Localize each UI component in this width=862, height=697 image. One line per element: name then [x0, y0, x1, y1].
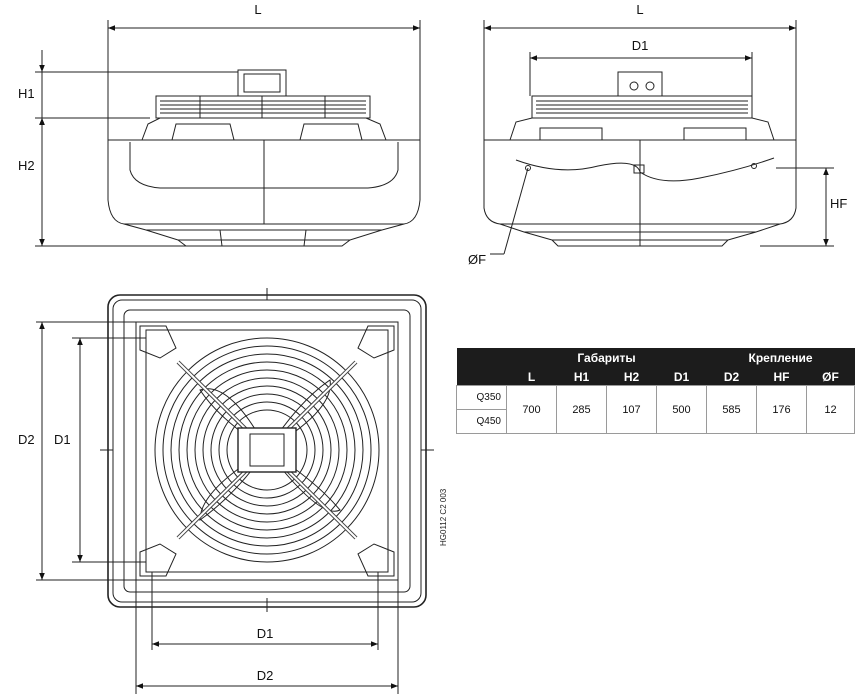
value-L: 700 — [506, 385, 557, 434]
value-D1: 500 — [656, 385, 707, 434]
col-header-OF: ØF — [806, 368, 855, 386]
table-row: Q450 — [456, 409, 855, 434]
table-corner — [456, 348, 507, 368]
top-view-drawing — [36, 288, 434, 694]
label-D1-vertical: D1 — [54, 432, 71, 447]
side-view-drawing — [35, 20, 421, 247]
col-header-L: L — [506, 368, 557, 386]
label-L-side: L — [254, 2, 261, 17]
value-H2: 107 — [606, 385, 657, 434]
label-D2-vertical: D2 — [18, 432, 35, 447]
model-name: Q450 — [456, 409, 507, 434]
col-header-D2: D2 — [706, 368, 757, 386]
label-OF: ØF — [468, 252, 486, 267]
label-D2-horizontal: D2 — [257, 668, 274, 683]
value-D2: 585 — [706, 385, 757, 434]
group-header-mounting: Крепление — [706, 348, 855, 368]
group-header-dimensions: Габариты — [506, 348, 707, 368]
label-H2: H2 — [18, 158, 35, 173]
table-row: Q350 700 285 107 500 585 176 12 — [456, 385, 856, 434]
value-OF: 12 — [805, 385, 856, 434]
value-H1: 285 — [556, 385, 607, 434]
model-name: Q350 — [456, 385, 507, 410]
col-header-D1: D1 — [656, 368, 707, 386]
front-view-drawing — [483, 20, 834, 255]
col-header-H1: H1 — [556, 368, 607, 386]
label-HF: HF — [830, 196, 847, 211]
dimensions-table: Габариты Крепление L H1 H2 D1 D2 HF ØF Q… — [456, 348, 856, 434]
label-H1: H1 — [18, 86, 35, 101]
drawing-reference: HG0112 C2 003 — [439, 488, 448, 546]
label-L-front: L — [636, 2, 643, 17]
col-header-H2: H2 — [606, 368, 657, 386]
label-D1-front: D1 — [632, 38, 649, 53]
col-header-HF: HF — [756, 368, 807, 386]
label-D1-horizontal: D1 — [257, 626, 274, 641]
value-HF: 176 — [756, 385, 807, 434]
table-corner-2 — [456, 368, 507, 386]
